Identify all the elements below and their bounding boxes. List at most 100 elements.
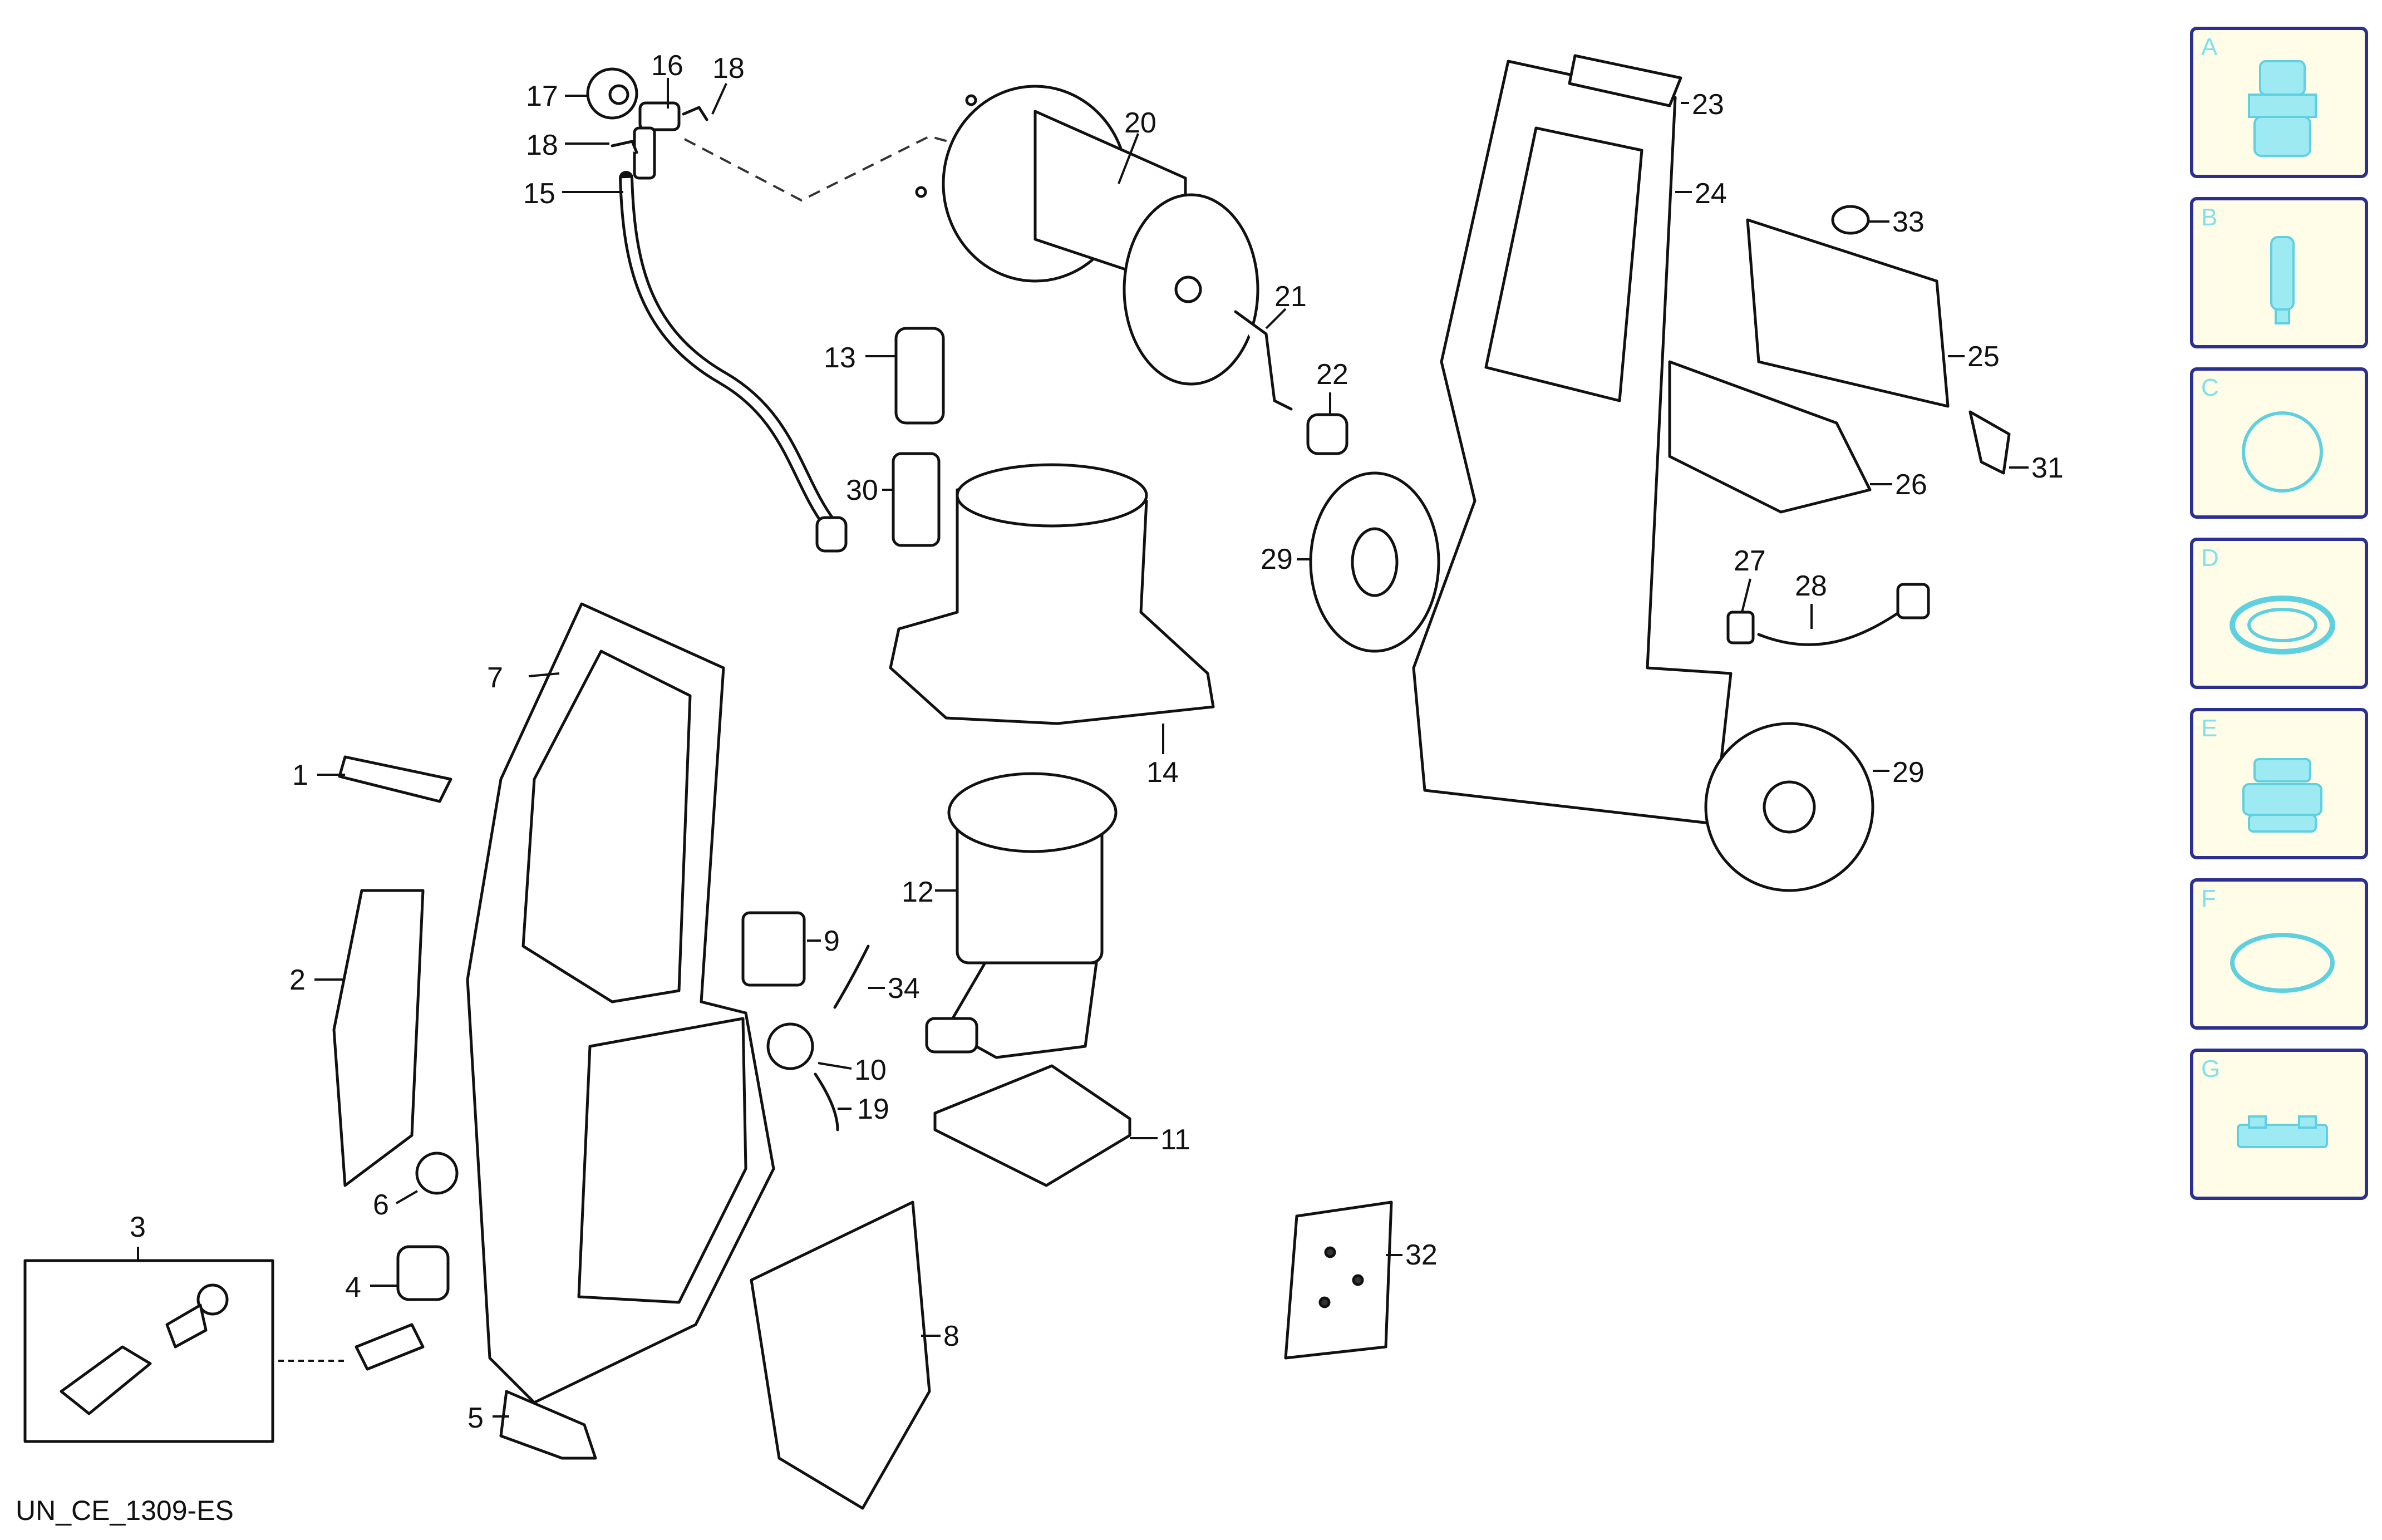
base-plate-icon	[2237, 1115, 2328, 1148]
part-3-seal	[196, 1283, 229, 1316]
part-29-wheel-left-hub	[1351, 527, 1399, 597]
legend-card-g[interactable]: G	[2190, 1049, 2368, 1200]
part-19-tube	[814, 1072, 839, 1131]
spare-kit-legend: A B C D E F	[2190, 27, 2374, 1219]
part-screw-reel-2	[915, 186, 927, 198]
callout-23: 23	[1692, 88, 1724, 121]
oval-gasket-icon	[2230, 933, 2335, 993]
callout-18b: 18	[526, 129, 558, 161]
legend-card-d[interactable]: D	[2190, 538, 2368, 689]
part-7-front-cover-window	[521, 650, 692, 1003]
callout-28: 28	[1795, 570, 1827, 602]
part-7-side-panel	[577, 1017, 747, 1304]
part-32-screw-2	[1352, 1274, 1364, 1286]
part-18-clip-upper	[682, 106, 708, 121]
part-10-pressure-knob	[766, 1022, 814, 1070]
part-15-hose-inner	[622, 178, 833, 526]
part-21-crank	[1234, 310, 1293, 411]
part-22-crank-grip	[1306, 413, 1349, 455]
callout-8: 8	[943, 1320, 959, 1352]
legend-card-b[interactable]: B	[2190, 197, 2368, 348]
part-25-detergent-tank	[1746, 218, 1950, 408]
callout-31: 31	[2031, 452, 2064, 484]
legend-letter: D	[2201, 544, 2219, 572]
part-3-inset-box	[23, 1259, 274, 1443]
leader-6	[395, 1190, 419, 1204]
part-18-clip-lower	[611, 140, 638, 154]
legend-letter: F	[2201, 885, 2216, 912]
part-16-swivel-tee	[638, 101, 681, 131]
callout-3: 3	[130, 1211, 146, 1243]
part-8-side-panel	[750, 1200, 931, 1510]
callout-22: 22	[1316, 358, 1349, 391]
callout-9: 9	[824, 925, 840, 957]
part-14-motor-housing-top	[956, 463, 1148, 528]
callout-7: 7	[487, 662, 503, 694]
callout-25: 25	[1967, 341, 2000, 373]
legend-letter: G	[2201, 1055, 2221, 1083]
callout-15: 15	[523, 178, 555, 210]
callout-17: 17	[526, 80, 558, 112]
callout-20: 20	[1124, 107, 1156, 139]
leader-7	[528, 672, 560, 677]
callout-12: 12	[902, 876, 934, 908]
callout-5: 5	[467, 1402, 484, 1434]
callout-16: 16	[651, 50, 683, 82]
callout-21: 21	[1274, 281, 1307, 313]
leader-18a	[711, 83, 727, 115]
callout-24: 24	[1695, 178, 1727, 210]
part-33-tank-cap	[1831, 205, 1870, 235]
callout-33: 33	[1892, 206, 1925, 238]
legend-card-f[interactable]: F	[2190, 878, 2368, 1030]
part-30-sleeve	[892, 452, 941, 547]
part-3-inlet-fitting	[355, 1323, 425, 1371]
part-15-hose-nut	[815, 516, 848, 553]
callout-32: 32	[1405, 1239, 1438, 1271]
callout-34: 34	[888, 972, 920, 1005]
callout-1: 1	[292, 759, 308, 791]
callout-13: 13	[824, 342, 856, 374]
drawing-code: UN_CE_1309-ES	[16, 1495, 234, 1526]
part-26-tank-bracket	[1668, 360, 1872, 514]
callout-30: 30	[846, 474, 878, 506]
part-29-wheel-right-hub	[1763, 780, 1816, 834]
part-1-handle-insert	[338, 755, 452, 803]
part-2-side-trim	[332, 889, 425, 1187]
leader-20	[1118, 133, 1139, 184]
legend-card-e[interactable]: E	[2190, 708, 2368, 859]
part-17-knob-hub	[608, 84, 629, 105]
legend-card-a[interactable]: A	[2190, 27, 2368, 178]
legend-letter: C	[2201, 374, 2219, 401]
callout-18a: 18	[712, 52, 745, 85]
part-9-switch	[741, 911, 806, 987]
o-ring-thin-icon	[2242, 411, 2323, 493]
part-28-plug	[1896, 583, 1930, 619]
connector-body-icon	[2242, 758, 2322, 833]
callout-10: 10	[854, 1054, 887, 1086]
part-screw-reel-1	[965, 94, 977, 106]
part-12-motor-top	[947, 772, 1118, 853]
part-4-cover	[396, 1245, 450, 1301]
exploded-parts-diagram: 1 2 3 4 5 6 7 8 9 10 11 12 13 14 15 16 1…	[23, 50, 2064, 1510]
callout-29a: 29	[1261, 543, 1293, 575]
callout-2: 2	[289, 964, 306, 996]
part-24-frame	[1412, 60, 1733, 825]
part-3-adapter	[165, 1303, 208, 1349]
nozzle-coupling-icon	[2248, 60, 2317, 157]
part-5-grille	[499, 1390, 597, 1460]
part-24-frame-window	[1484, 126, 1643, 402]
part-32-screw-3	[1318, 1296, 1331, 1308]
part-32-screw-bag	[1284, 1200, 1393, 1360]
legend-card-c[interactable]: C	[2190, 367, 2368, 519]
part-16-swivel-stem	[633, 126, 656, 180]
callout-27: 27	[1734, 545, 1766, 577]
part-11-pump-base	[933, 1064, 1131, 1187]
callout-26: 26	[1895, 469, 1927, 501]
callout-4: 4	[345, 1271, 361, 1303]
legend-letter: E	[2201, 715, 2218, 742]
part-32-screw-1	[1324, 1246, 1336, 1258]
leader-21	[1265, 308, 1287, 329]
filter-cartridge-icon	[2270, 236, 2295, 324]
legend-letter: A	[2201, 33, 2218, 61]
leader-27	[1741, 578, 1751, 613]
